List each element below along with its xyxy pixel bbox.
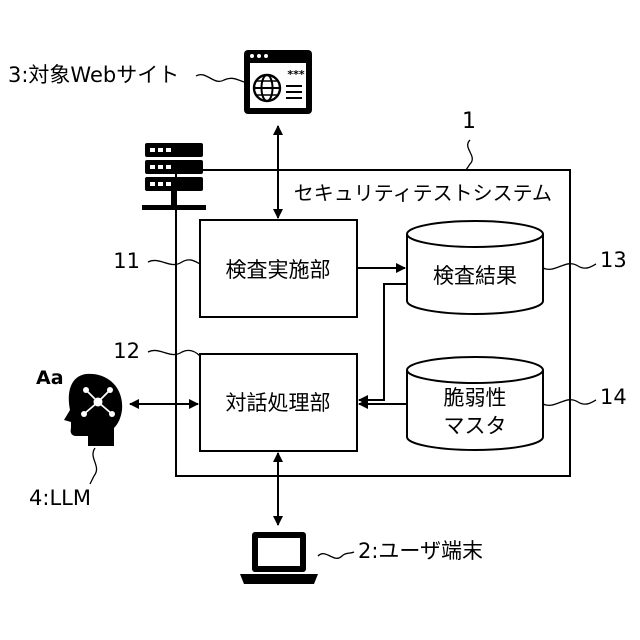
results-db-ref: 13: [600, 248, 627, 272]
dialogue-ref: 12: [113, 339, 140, 363]
inspection-ref: 11: [113, 249, 140, 273]
llm-label: 4:LLM: [29, 486, 91, 510]
llm-icon-text: Aa: [36, 367, 64, 389]
svg-text:***: ***: [287, 68, 305, 81]
system-title: セキュリティテストシステム: [294, 181, 552, 205]
vuln-db-ref: 14: [600, 385, 627, 409]
llm-label-leader: [90, 448, 97, 484]
vuln-db-label-line1: 脆弱性: [444, 386, 507, 410]
browser-globe-icon: ***: [244, 50, 312, 114]
inspection-ref-leader: [148, 260, 200, 265]
website-label-leader: [196, 75, 244, 82]
system-ref-leader: [466, 140, 472, 170]
ai-head-icon: [64, 374, 122, 446]
dialogue-ref-leader: [148, 350, 200, 356]
results-to-dialogue-arrow: [359, 284, 407, 400]
laptop-icon: [240, 532, 318, 584]
system-ref: 1: [462, 109, 476, 134]
user-terminal-label: 2:ユーザ端末: [358, 539, 483, 563]
vuln-db-label-line2: マスタ: [444, 414, 507, 438]
server-rack-icon: [142, 143, 206, 210]
results-db-label: 検査結果: [433, 264, 517, 288]
user-terminal-label-leader: [318, 552, 354, 558]
inspection-label: 検査実施部: [226, 258, 331, 282]
website-label: 3:対象Webサイト: [8, 63, 179, 87]
dialogue-label: 対話処理部: [226, 391, 331, 415]
